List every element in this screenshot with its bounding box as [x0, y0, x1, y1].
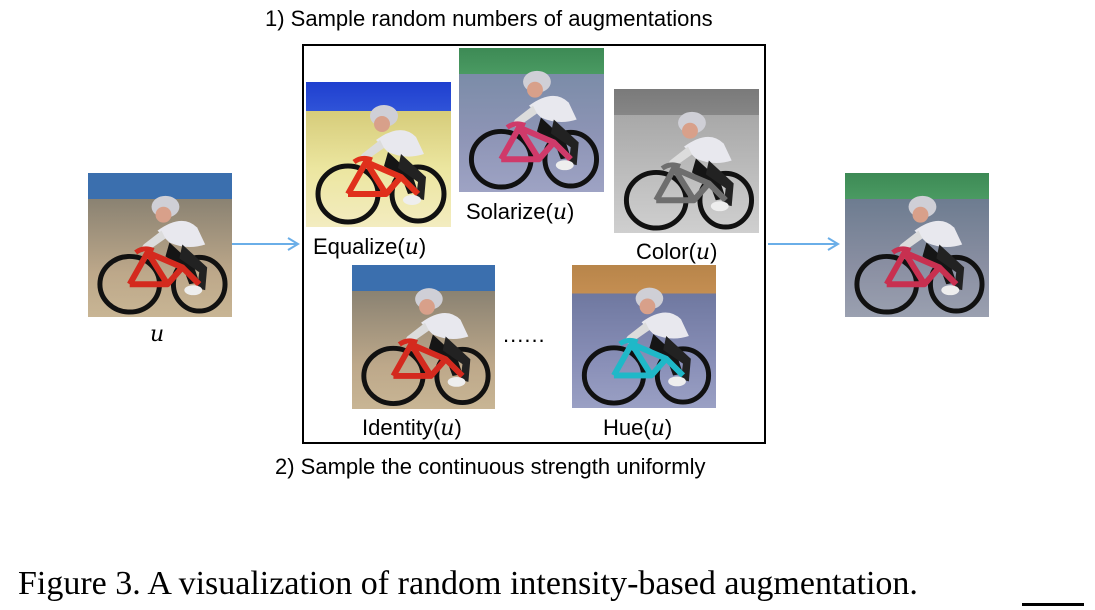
hue-image	[572, 265, 716, 408]
left-arrow	[232, 237, 300, 251]
identity-image	[352, 265, 495, 409]
figure-caption: Figure 3. A visualization of random inte…	[18, 565, 918, 602]
equalize-label: Equalize(u)	[313, 234, 427, 260]
equalize-image	[306, 82, 451, 227]
solarize-image	[459, 48, 604, 192]
caption-underline	[1022, 603, 1084, 606]
input-label: u	[150, 322, 165, 347]
identity-label: Identity(u)	[362, 415, 462, 441]
step2-text: 2) Sample the continuous strength unifor…	[275, 454, 706, 479]
step1-text: 1) Sample random numbers of augmentation…	[265, 6, 713, 31]
color-label: Color(u)	[636, 239, 718, 265]
right-arrow	[768, 237, 840, 251]
ellipsis: ......	[503, 322, 546, 347]
color-image	[614, 89, 759, 233]
output-image	[845, 173, 989, 317]
input-image	[88, 173, 232, 317]
augmentation-box	[302, 44, 766, 444]
solarize-label: Solarize(u)	[466, 199, 575, 225]
hue-label: Hue(u)	[603, 415, 673, 441]
